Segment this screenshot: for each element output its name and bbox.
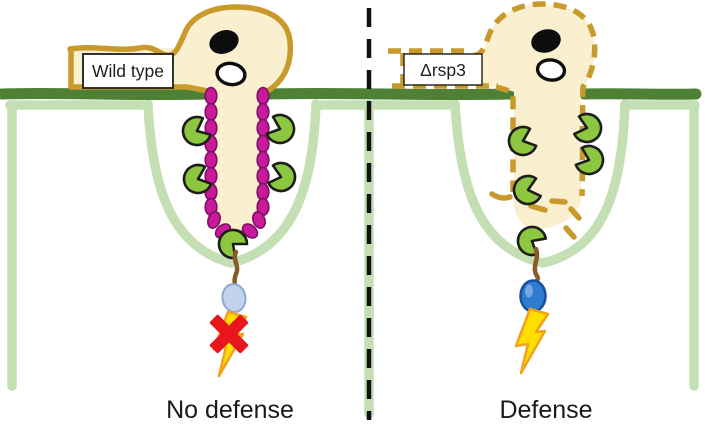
wall-fragment: [568, 206, 582, 221]
nucleus-icon: [531, 29, 561, 53]
wall-fragment: [489, 191, 513, 201]
wall-segment-1: [0, 87, 212, 101]
wall-fragment: [528, 203, 548, 213]
caption-defense: Defense: [499, 396, 592, 424]
rsp3-label-box: [403, 53, 483, 86]
rsp3-label: Δrsp3: [420, 60, 466, 80]
bead-icon: [256, 166, 270, 186]
wall-segment-2: [263, 87, 517, 101]
bead-icon: [207, 211, 221, 229]
invagination-right: [450, 99, 630, 268]
panel-rsp3-deletion: Δrsp3 Defense: [388, 1, 609, 424]
bead-icon: [256, 86, 270, 106]
bead-icon: [204, 102, 218, 122]
wall-fragments: [489, 191, 582, 240]
wall-fragment: [563, 225, 577, 240]
bead-icon: [252, 211, 266, 229]
bead-icon: [256, 102, 270, 122]
vesicle-icon: [221, 283, 247, 313]
receptor-icon: [263, 110, 300, 149]
wild-type-label-box: [82, 53, 174, 89]
invading-hypha-fill: [213, 88, 260, 236]
wall-fragment: [549, 198, 568, 205]
plant-wall-icon: [0, 87, 702, 101]
vesicle-icon: [519, 279, 547, 313]
vacuole-icon: [535, 58, 567, 82]
lightning-icon: [514, 307, 550, 375]
bead-icon: [256, 150, 270, 170]
cross-bar: [209, 314, 249, 354]
wall-top-and-bulb-outline: [67, 4, 294, 95]
receptor-icon: [265, 159, 300, 196]
cross-icon: [209, 314, 249, 354]
left-side-dashed: [495, 84, 516, 192]
bead-icon: [204, 150, 218, 170]
caption-no-defense: No defense: [166, 396, 294, 424]
bead-icon: [241, 223, 259, 239]
bead-icon: [256, 134, 270, 154]
wall-segment-3: [578, 88, 702, 100]
vesicle-highlight: [525, 284, 533, 298]
panel-wild-type: Wild type: [67, 4, 300, 424]
stalk-icon: [231, 249, 240, 290]
wild-type-label: Wild type: [92, 61, 164, 81]
nucleus-icon: [209, 30, 239, 54]
invagination-left: [143, 99, 321, 268]
bead-coat: [204, 86, 270, 243]
vacuole-icon: [215, 61, 247, 87]
bead-icon: [204, 86, 218, 106]
